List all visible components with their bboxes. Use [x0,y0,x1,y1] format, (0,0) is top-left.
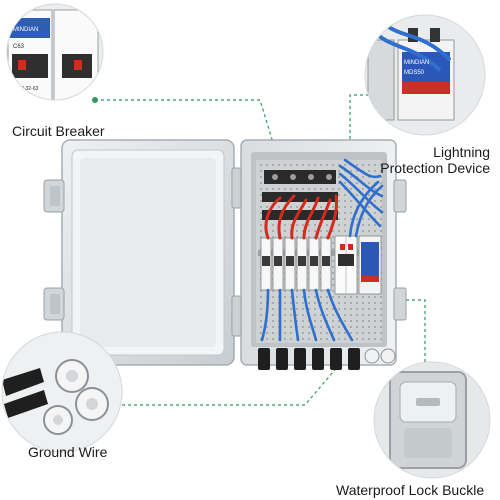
label-lightning-line1: Lightning [433,144,490,160]
callout-circuit-breaker [95,99,283,173]
label-lightning-protection: Lightning Protection Device [380,144,490,176]
callout-dot-breaker [92,97,98,103]
busbar-terminals [262,170,338,220]
surge-protection-device [358,235,382,295]
inset-ground-wire [1,331,123,453]
red-wires [264,194,338,240]
blue-wires [260,158,384,342]
inset-lightning-protection: MINDIAN MDS50 [364,14,486,136]
label-circuit-breaker: Circuit Breaker [12,123,105,139]
label-waterproof-lock: Waterproof Lock Buckle [336,482,485,498]
label-lightning-line2: Protection Device [380,160,490,176]
label-ground-wire: Ground Wire [28,444,108,460]
inset-circuit-breaker: MINDIAN C63 MDM-32-63 [6,3,104,101]
callout-waterproof-lock [376,299,426,366]
spd-model: MDS50 [404,70,425,76]
cable-connectors [258,348,360,370]
breaker-part: MDM-32-63 [12,86,39,92]
spd-brand: MINDIAN [404,60,429,66]
fuse-holders [260,237,332,291]
breaker-brand: MINDIAN [13,27,38,33]
ground-glands [364,348,396,364]
breaker-model: C63 [13,44,25,50]
enclosure-lid [43,139,235,366]
inset-waterproof-lock [373,361,491,479]
circuit-breaker [334,235,358,295]
